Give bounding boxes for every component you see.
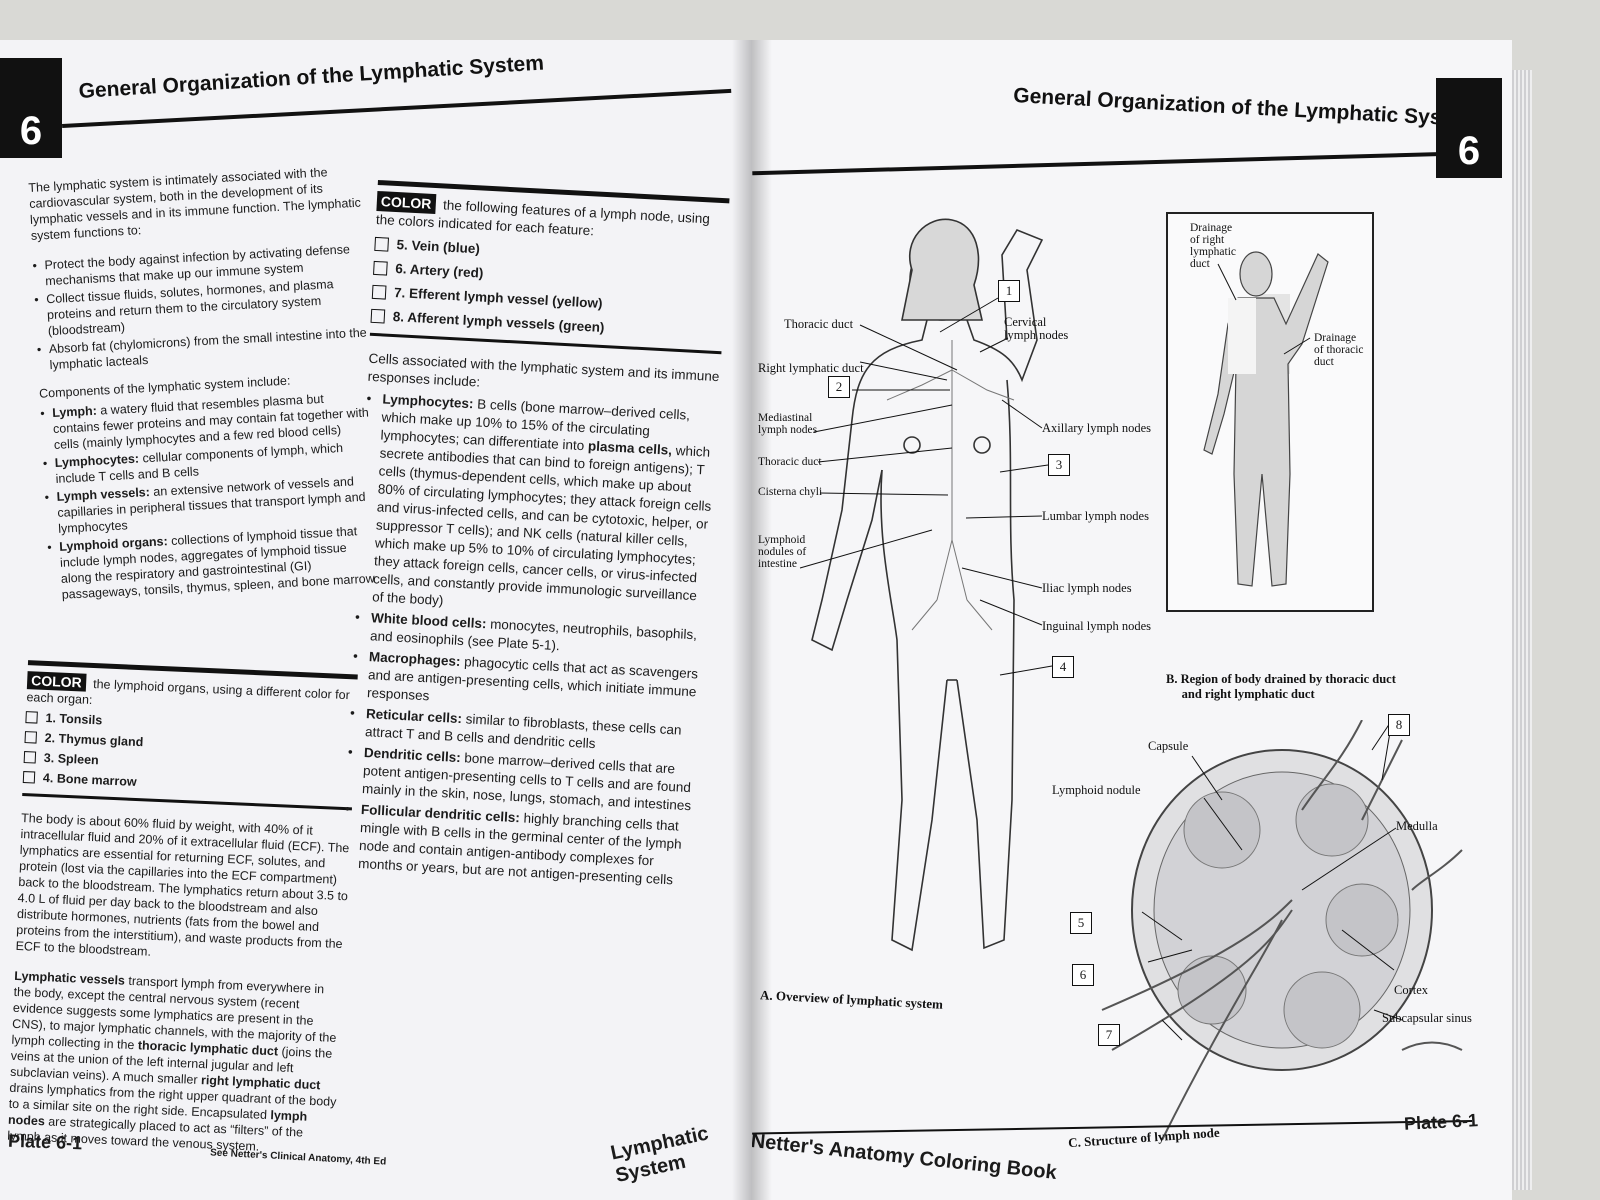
page-edges — [1512, 70, 1532, 1190]
number-box-2: 2 — [828, 376, 850, 398]
left-column-bottom: COLOR the lymphoid organs, using a diffe… — [6, 660, 358, 1172]
label-mediastinal: Mediastinal lymph nodes — [758, 412, 818, 436]
components-list: Lymph: a watery fluid that resembles pla… — [40, 388, 382, 603]
color-tag: COLOR — [26, 671, 87, 692]
list-item: Follicular dendritic cells: highly branc… — [342, 800, 697, 890]
intro-paragraph: The lymphatic system is intimately assoc… — [28, 165, 362, 243]
fluid-paragraph: The body is about 60% fluid by weight, w… — [15, 810, 350, 959]
footer-plate-left: Plate 6-1 — [7, 1130, 83, 1154]
number-box-5: 5 — [1070, 912, 1092, 934]
figure-a-lymphatic-overview: Thoracic duct Right lymphatic duct Media… — [752, 40, 1172, 1040]
left-column-right: COLOR the following features of a lymph … — [341, 180, 730, 902]
number-box-4: 4 — [1052, 656, 1074, 678]
number-box-7: 7 — [1098, 1024, 1120, 1046]
label-thoracic-duct: Thoracic duct — [784, 317, 854, 331]
drainage-body-illustration — [1203, 251, 1329, 587]
checkbox-icon[interactable] — [25, 711, 38, 724]
label-drainage-right: Drainage of right lymphatic duct — [1190, 222, 1236, 270]
label-lymphoid-nodule: Lymphoid nodule — [1052, 783, 1141, 797]
number-box-8: 8 — [1388, 714, 1410, 736]
label-subcapsular-sinus: Subcapsular sinus — [1382, 1011, 1472, 1025]
number-box-6: 6 — [1072, 964, 1094, 986]
left-column-top: The lymphatic system is intimately assoc… — [28, 163, 382, 616]
body-outline-illustration — [799, 218, 1053, 952]
label-inguinal: Inguinal lymph nodes — [1042, 619, 1152, 633]
label-medulla: Medulla — [1396, 819, 1438, 833]
label-cisterna-chyli: Cisterna chyli — [758, 486, 823, 498]
label-right-lymphatic-duct: Right lymphatic duct — [758, 361, 864, 375]
footer-plate-right: Plate 6-1 — [1403, 1110, 1479, 1134]
checkbox-icon[interactable] — [22, 771, 36, 784]
checkbox-icon[interactable] — [24, 731, 37, 744]
chapter-number-left: 6 — [0, 58, 62, 158]
checkbox-icon[interactable] — [373, 260, 388, 276]
footer-book-title: Netter's Anatomy Coloring Book — [752, 1130, 1058, 1185]
chapter-number-right: 6 — [1436, 78, 1502, 178]
label-iliac: Iliac lymph nodes — [1042, 581, 1132, 595]
label-lymphoid-nodules: Lymphoid nodules of intestine — [758, 534, 807, 570]
figure-b-frame: Drainage of right lymphatic duct Drainag… — [1166, 212, 1374, 612]
open-book: 6 General Organization of the Lymphatic … — [0, 40, 1532, 1200]
footer-section: Lymphatic System — [608, 1122, 711, 1188]
vessels-paragraph: Lymphatic vessels transport lymph from e… — [7, 968, 337, 1154]
definition: collections of lymphoid tissue that incl… — [59, 524, 376, 602]
number-box-3: 3 — [1048, 454, 1070, 476]
color-box-lymph-node: COLOR the following features of a lymph … — [369, 180, 730, 355]
color-box-lymphoid: COLOR the lymphoid organs, using a diffe… — [22, 660, 358, 811]
checkbox-icon[interactable] — [23, 751, 37, 764]
label-cervical: Cervical lymph nodes — [1004, 315, 1069, 342]
functions-list: Protect the body against infection by ac… — [32, 241, 370, 374]
label-axillary: Axillary lymph nodes — [1042, 421, 1152, 435]
checkbox-icon[interactable] — [374, 236, 389, 252]
cells-list: Lymphocytes: B cells (bone marrow–derive… — [342, 390, 719, 891]
left-page: 6 General Organization of the Lymphatic … — [0, 40, 752, 1200]
label-cortex: Cortex — [1394, 983, 1429, 997]
color-tag: COLOR — [376, 190, 436, 215]
checkbox-icon[interactable] — [371, 284, 387, 300]
label-drainage-thoracic: Drainage of thoracic duct — [1314, 332, 1364, 368]
number-box-1: 1 — [998, 280, 1020, 302]
book-gutter — [732, 40, 772, 1200]
figure-c-lymph-node: Capsule Lymphoid nodule Medulla Cortex S… — [1042, 714, 1482, 1160]
caption-figure-b: B. Region of body drained by thoracic du… — [1166, 672, 1396, 701]
chapter-title-left: General Organization of the Lymphatic Sy… — [78, 51, 545, 103]
checkbox-icon[interactable] — [370, 308, 386, 324]
label-capsule: Capsule — [1148, 739, 1189, 753]
right-page: General Organization of the Lymphatic Sy… — [752, 40, 1512, 1200]
term: Lymph: — [51, 403, 98, 421]
label-lumbar: Lumbar lymph nodes — [1042, 509, 1149, 523]
lymph-node-illustration — [1101, 720, 1463, 1141]
list-item: Lymphocytes: B cells (bone marrow–derive… — [356, 390, 719, 624]
label-thoracic-duct-2: Thoracic duct — [758, 456, 822, 468]
